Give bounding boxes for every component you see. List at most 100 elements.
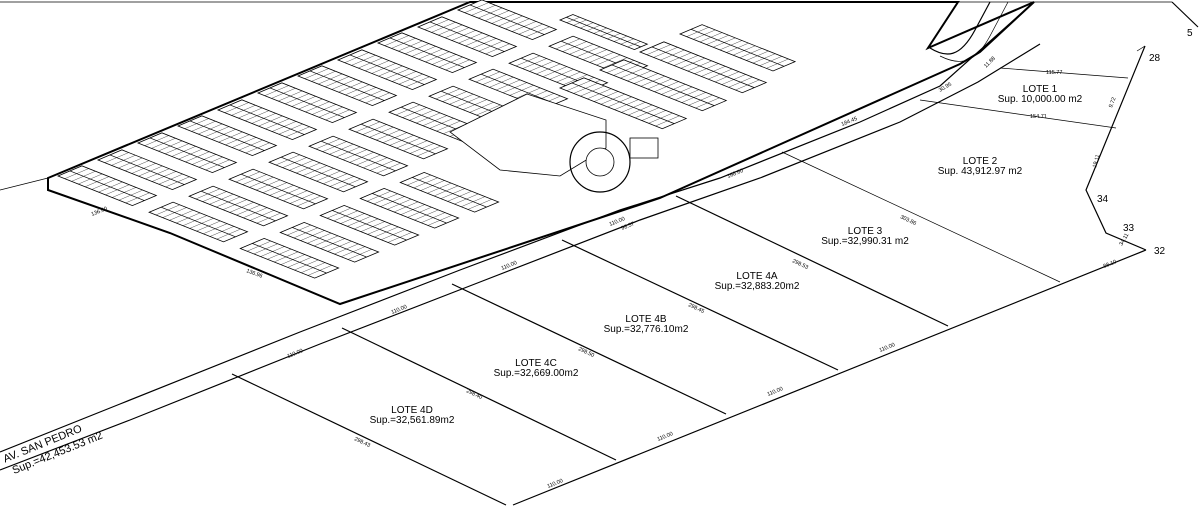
house-lot-line: [708, 68, 733, 80]
dim-misc-2: 154.71: [1030, 114, 1047, 120]
house-lot-line: [515, 55, 540, 67]
house-lot-line: [489, 77, 514, 88]
dim-misc-12: 136.60: [91, 206, 109, 218]
house-lot-line: [613, 65, 638, 76]
house-lot-line: [427, 215, 452, 226]
house-lot-line: [646, 44, 671, 55]
house-lot-line: [385, 68, 410, 79]
west-boundary-line: [0, 177, 49, 191]
dim-side-3: 298.50: [577, 346, 595, 359]
house-lot-line: [502, 82, 527, 93]
lote4c-lote4d-line: [341, 327, 617, 461]
house-lot-line: [416, 112, 441, 124]
house-lot-line: [607, 33, 621, 39]
house-lot-line: [456, 96, 481, 108]
house-lot-line: [286, 224, 312, 236]
block-divider-line: [332, 210, 407, 241]
lote3-area: Sup.=32,990.31 m2: [821, 236, 909, 247]
urbanized-parcel-outline: [47, 1, 1035, 306]
house-lot-line: [165, 176, 190, 188]
house-lot-line: [384, 35, 409, 46]
house-lot-line: [64, 168, 89, 179]
dim-frontage-8: 110.00: [879, 342, 896, 354]
block-divider-line: [412, 177, 487, 208]
dim-side-5: 298.53: [791, 258, 809, 271]
house-lot-line: [766, 58, 789, 69]
lote4b-name: LOTE 4B: [625, 314, 666, 325]
house-lot-line: [461, 196, 486, 207]
house-lot-line: [278, 123, 303, 135]
house-lot-line: [365, 92, 390, 104]
house-lot-line: [373, 193, 398, 205]
house-lot-line: [653, 47, 678, 58]
house-lot-line: [469, 102, 494, 113]
house-lot-line: [366, 190, 392, 202]
house-lot-line: [205, 159, 230, 171]
house-lot-line: [231, 105, 256, 116]
house-lot-line: [464, 2, 489, 13]
house-lot-line: [347, 249, 372, 260]
house-lot-line: [338, 81, 363, 93]
house-lot-line: [195, 188, 220, 200]
house-lot-line: [256, 179, 281, 191]
house-lot-line: [342, 149, 367, 160]
house-lot-line: [580, 85, 605, 97]
house-lot-line: [218, 131, 243, 143]
house-lot-line: [340, 213, 365, 224]
house-lot-line: [699, 32, 723, 43]
house-lot-line: [222, 199, 247, 210]
house-lot-line: [451, 30, 476, 41]
house-lot-line: [354, 218, 379, 230]
block-divider-line: [566, 16, 641, 48]
house-lot-line: [641, 110, 666, 121]
house-lot-line: [447, 191, 472, 202]
house-lot-line: [381, 229, 406, 240]
house-lot-line: [661, 84, 686, 95]
house-lot-line: [262, 182, 287, 193]
house-lot-line: [471, 5, 496, 16]
house-lot-line: [391, 38, 416, 49]
house-lot-line: [253, 243, 278, 255]
house-lot-line: [289, 160, 314, 171]
house-lot-line: [634, 73, 659, 84]
house-lot-line: [138, 165, 163, 177]
house-lot-line: [394, 201, 419, 213]
house-lot-line: [395, 104, 420, 116]
house-lot-line: [91, 179, 116, 190]
house-lot-line: [191, 121, 216, 132]
house-lot-line: [674, 89, 700, 101]
dim-misc-1: 115.77: [1046, 70, 1062, 76]
house-lot-line: [640, 75, 665, 87]
house-lot-line: [283, 190, 308, 201]
house-lot-line: [596, 54, 621, 66]
block-divider-line: [200, 190, 276, 222]
lote4a-name: LOTE 4A: [736, 271, 777, 282]
house-lot-line: [376, 129, 401, 141]
house-lot-line: [462, 99, 487, 110]
house-lot-line: [655, 115, 680, 127]
house-lot-line: [586, 25, 601, 31]
dim-frontage-4: 110.00: [609, 216, 626, 228]
block-divider-line: [149, 137, 225, 168]
house-lot-line: [424, 19, 449, 30]
house-lot-line: [104, 152, 129, 163]
house-lot-line: [293, 227, 318, 239]
house-lot-line: [445, 59, 470, 71]
house-lot-line: [582, 49, 607, 60]
house-lot-line: [434, 185, 459, 197]
house-lot-line: [236, 204, 261, 216]
house-lot-line: [216, 228, 241, 240]
house-lot-line: [162, 207, 187, 218]
house-lot-line: [358, 89, 383, 101]
house-lot-line: [593, 27, 607, 34]
house-lot-line: [118, 189, 143, 201]
house-lot-line: [367, 224, 392, 235]
house-lot-line: [105, 184, 130, 195]
house-lot-line: [352, 87, 377, 98]
house-lot-line: [416, 145, 441, 157]
house-lot-line: [620, 67, 645, 79]
house-lot-line: [362, 124, 387, 135]
house-lot-line: [285, 126, 310, 138]
block-divider-line: [349, 54, 425, 85]
